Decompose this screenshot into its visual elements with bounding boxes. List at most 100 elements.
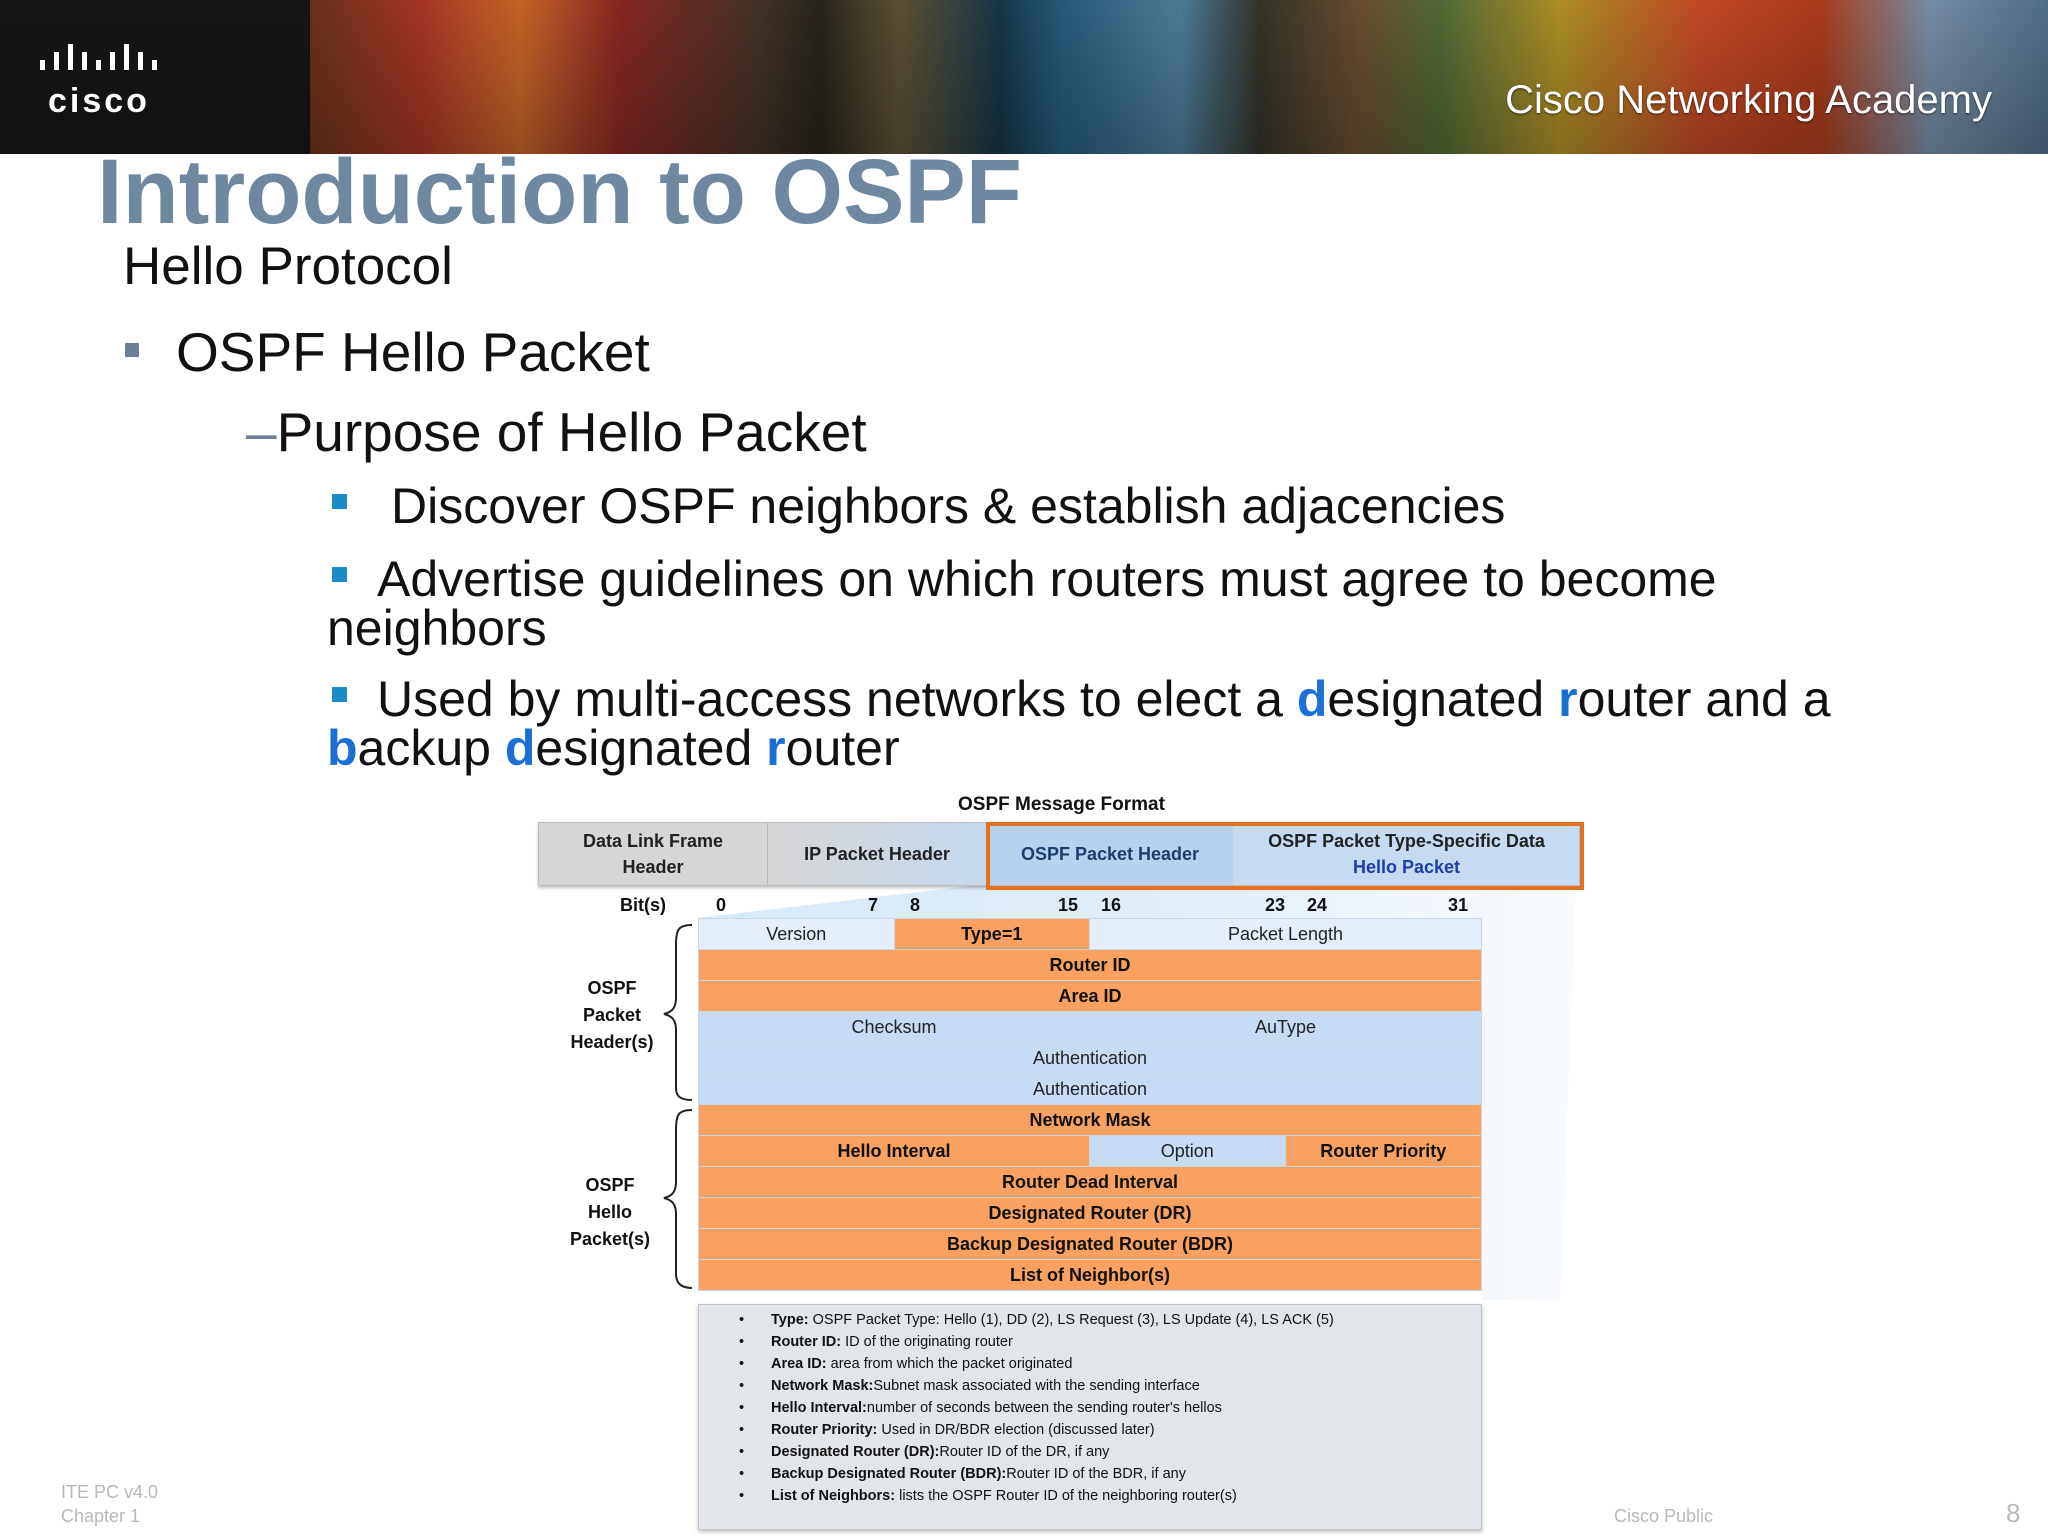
highlight-letter: d [504, 720, 536, 776]
ospf-field-table: Version Type=1 Packet Length Router ID A… [698, 918, 1482, 1291]
brace-label-line: OSPF [585, 1175, 635, 1195]
slide-title: Introduction to OSPF [97, 141, 1022, 243]
legend-term: Network Mask: [771, 1378, 874, 1394]
table-row: Hello Interval Option Router Priority [698, 1136, 1482, 1167]
list-item: Area ID: area from which the packet orig… [739, 1353, 1481, 1375]
list-item: List of Neighbors: lists the OSPF Router… [739, 1485, 1481, 1507]
text-run: ackup [357, 720, 505, 776]
table-row: Area ID [698, 981, 1482, 1012]
table-row: Router ID [698, 950, 1482, 981]
legend-term: Router ID: [771, 1334, 842, 1350]
list-item: Router Priority: Used in DR/BDR election… [739, 1419, 1481, 1441]
frame-label: Data Link Frame [582, 831, 724, 851]
legend-desc: lists the OSPF Router ID of the neighbor… [895, 1488, 1237, 1504]
hello-brace-icon [663, 1109, 693, 1289]
field-authentication: Authentication [699, 1074, 1481, 1104]
footer-course: ITE PC v4.0 [61, 1482, 159, 1502]
highlight-letter: b [327, 720, 358, 776]
footer-chapter: Chapter 1 [61, 1506, 141, 1526]
bit-number: 31 [1448, 895, 1469, 915]
ospf-highlight-box [986, 822, 1584, 890]
list-item: Backup Designated Router (BDR):Router ID… [739, 1463, 1481, 1485]
legend-term: Type: [771, 1312, 809, 1328]
academy-label: Cisco Networking Academy [1505, 78, 1992, 122]
legend-desc: Used in DR/BDR election (discussed later… [877, 1422, 1155, 1438]
field-version: Version [699, 919, 895, 949]
frame-label: IP Packet Header [804, 844, 950, 864]
legend-desc: Router ID of the BDR, if any [1006, 1466, 1186, 1482]
list-item: Type: OSPF Packet Type: Hello (1), DD (2… [739, 1309, 1481, 1331]
square-bullet-icon [125, 343, 139, 357]
header-brace-icon [663, 924, 693, 1101]
slide-subtitle: Hello Protocol [123, 237, 453, 296]
table-row: Version Type=1 Packet Length [698, 918, 1482, 950]
header-brace-label: OSPF Packet Header(s) [560, 975, 664, 1056]
legend-term: Designated Router (DR): [771, 1444, 940, 1460]
legend-term: Router Priority: [771, 1422, 878, 1438]
legend-desc: Subnet mask associated with the sending … [873, 1378, 1200, 1394]
frame-ospf-header: OSPF Packet Header [987, 823, 1233, 885]
legend-term: Hello Interval: [771, 1400, 867, 1416]
cisco-logo: cisco [40, 44, 157, 120]
text-run: outer and a [1577, 671, 1831, 727]
list-item: Router ID: ID of the originating router [739, 1331, 1481, 1353]
field-hello-interval: Hello Interval [699, 1136, 1090, 1166]
bullet-level3-elect: Used by multi-access networks to elect a… [327, 674, 1927, 724]
table-row: Authentication [698, 1074, 1482, 1105]
frame-label: OSPF Packet Header [1020, 844, 1200, 864]
frame-label: Header [622, 857, 684, 877]
bullet-text: Advertise guidelines on which routers mu… [377, 551, 1717, 607]
legend-term: Area ID: [771, 1356, 827, 1372]
bullet-level3-discover: Discover OSPF neighbors & establish adja… [327, 481, 1927, 531]
bit-number: 7 [868, 895, 879, 915]
table-row: Router Dead Interval [698, 1167, 1482, 1198]
brace-label-line: Header(s) [570, 1032, 654, 1052]
square-bullet-icon [332, 494, 347, 509]
legend-desc: area from which the packet originated [826, 1356, 1073, 1372]
field-area-id: Area ID [699, 981, 1481, 1011]
brace-label-line: Packet [582, 1005, 642, 1025]
brace-label-line: Hello [587, 1202, 632, 1222]
bullet-text: Discover OSPF neighbors & establish adja… [391, 478, 1506, 534]
bit-number: 16 [1101, 895, 1122, 915]
bullet-text: Purpose of Hello Packet [276, 401, 867, 463]
frame-label: OSPF Packet Type-Specific Data [1268, 831, 1545, 851]
bullet-text: OSPF Hello Packet [176, 321, 650, 383]
bullet-level3-advertise-cont: neighbors [327, 603, 1927, 653]
legend-desc: number of seconds between the sending ro… [866, 1400, 1222, 1416]
text-run: Used by multi-access networks to elect a [377, 671, 1297, 727]
bullet-level2: –Purpose of Hello Packet [246, 400, 867, 464]
banner-photo-collage [0, 0, 2048, 154]
cisco-wordmark: cisco [48, 82, 150, 120]
brace-label-line: Packet(s) [569, 1229, 651, 1249]
bullet-level1: OSPF Hello Packet [125, 320, 650, 384]
list-item: Network Mask:Subnet mask associated with… [739, 1375, 1481, 1397]
bit-number: 24 [1307, 895, 1328, 915]
figure-title: OSPF Message Format [958, 794, 1165, 815]
header-banner: cisco Cisco Networking Academy [0, 0, 2048, 154]
hello-brace-label: OSPF Hello Packet(s) [558, 1172, 662, 1253]
field-designated-router: Designated Router (DR) [699, 1198, 1481, 1228]
frame-label: Hello Packet [1352, 857, 1461, 877]
text-run: esignated [1327, 671, 1559, 727]
field-authentication: Authentication [699, 1043, 1481, 1073]
bit-number: 23 [1265, 895, 1286, 915]
legend-term: List of Neighbors: [771, 1488, 896, 1504]
footer-classification: Cisco Public [1614, 1506, 1714, 1526]
text-run: outer [785, 720, 900, 776]
bullet-level3-advertise: Advertise guidelines on which routers mu… [327, 554, 1927, 604]
brace-label-line: OSPF [587, 978, 637, 998]
field-packet-length: Packet Length [1090, 919, 1481, 949]
field-legend: Type: OSPF Packet Type: Hello (1), DD (2… [698, 1304, 1482, 1530]
table-row: Designated Router (DR) [698, 1198, 1482, 1229]
table-row: Backup Designated Router (BDR) [698, 1229, 1482, 1260]
table-row: Checksum AuType [698, 1012, 1482, 1043]
legend-term: Backup Designated Router (BDR): [771, 1466, 1007, 1482]
page-number: 8 [2006, 1498, 2021, 1528]
field-neighbor-list: List of Neighbor(s) [699, 1260, 1481, 1290]
bullet-level3-elect-cont: backup designated router [327, 723, 1927, 773]
field-router-id: Router ID [699, 950, 1481, 980]
highlight-letter: r [1558, 671, 1578, 727]
highlight-letter: d [1296, 671, 1328, 727]
